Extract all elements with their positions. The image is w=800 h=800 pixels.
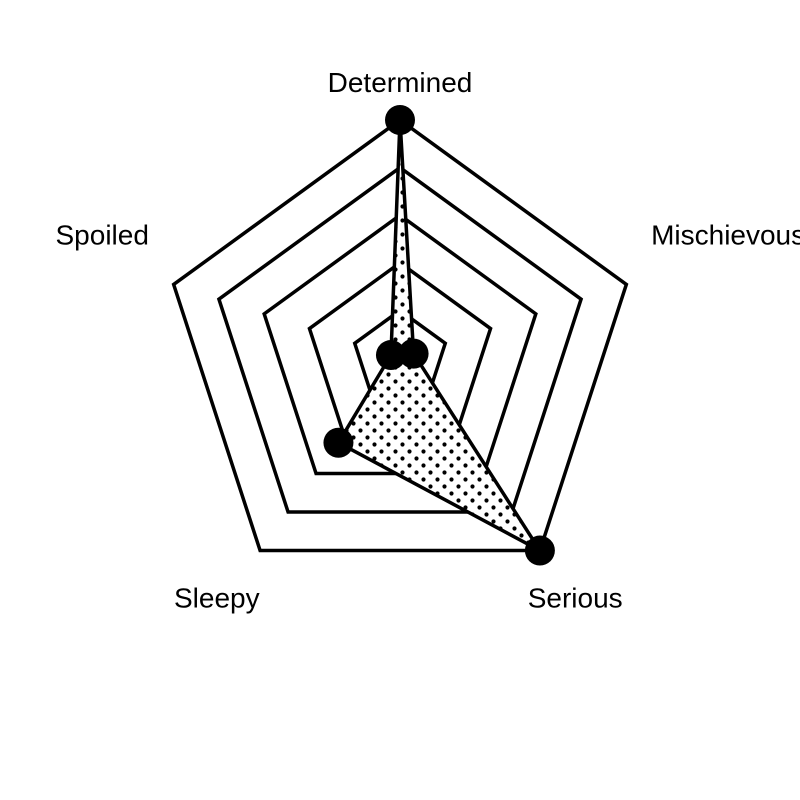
- grid-ring-5: [171, 117, 629, 553]
- axis-label-spoiled: Spoiled: [56, 219, 149, 250]
- radar-markers: [323, 105, 555, 566]
- data-point-sleepy: [323, 427, 354, 458]
- axis-label-determined: Determined: [328, 67, 473, 98]
- data-point-determined: [385, 105, 415, 135]
- data-point-spoiled: [375, 340, 406, 371]
- grid-ring-4: [216, 165, 584, 514]
- series-area-1: [336, 119, 545, 556]
- axis-label-serious: Serious: [528, 583, 623, 614]
- data-point-mischievous: [398, 338, 429, 369]
- radar-axis-labels: Determined Mischievous Serious Sleepy Sp…: [56, 67, 800, 614]
- axis-label-sleepy: Sleepy: [174, 583, 260, 614]
- axis-label-mischievous: Mischievous: [651, 219, 800, 250]
- radar-series: [336, 119, 545, 556]
- data-point-serious: [524, 535, 555, 566]
